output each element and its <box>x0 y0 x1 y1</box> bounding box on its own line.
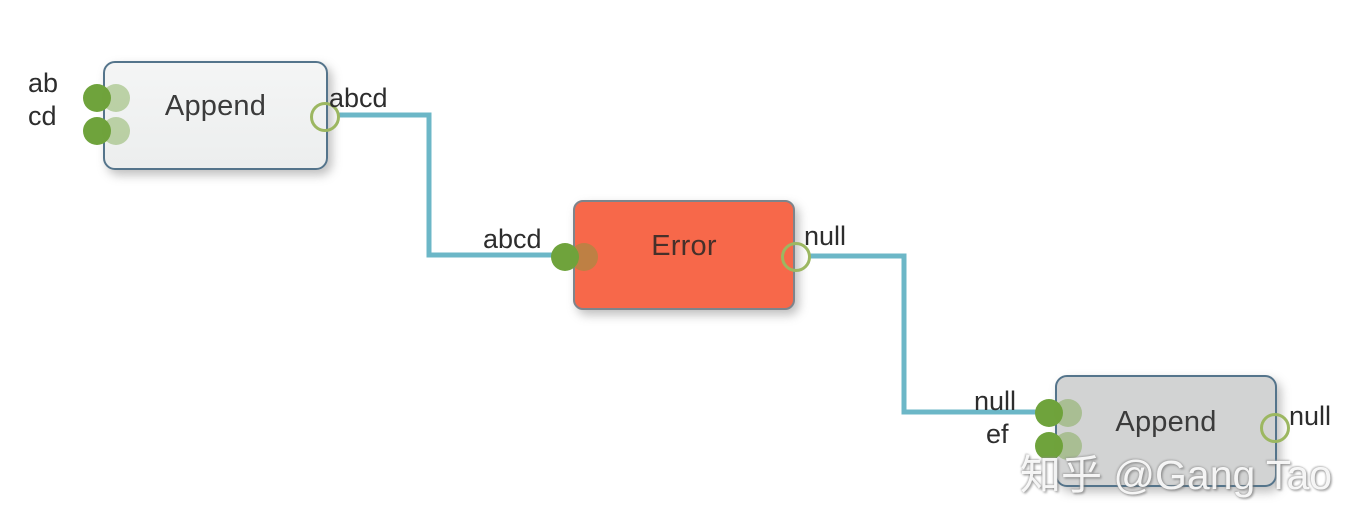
port-label-null-in: null <box>974 386 1017 416</box>
node-title: Append <box>1115 405 1217 438</box>
port-label-null-out-2: null <box>1289 401 1332 431</box>
input-port-cd[interactable] <box>83 117 130 145</box>
input-port-abcd[interactable] <box>551 243 598 271</box>
port-dot <box>83 84 111 112</box>
node-append-1[interactable]: Append <box>103 61 328 170</box>
output-port-null[interactable] <box>781 242 811 272</box>
node-title: Append <box>164 90 267 122</box>
port-dot <box>83 117 111 145</box>
input-port-null[interactable] <box>1035 399 1082 427</box>
input-port-ef[interactable] <box>1035 432 1082 460</box>
node-error[interactable]: Error <box>573 200 795 310</box>
zhihu-watermark: 知乎 @Gang Tao <box>1020 452 1333 498</box>
port-dot <box>1035 432 1063 460</box>
port-label-cd: cd <box>28 101 57 131</box>
port-label-null-out: null <box>804 221 847 251</box>
port-halo <box>102 117 130 145</box>
output-port-abcd[interactable] <box>310 102 340 132</box>
port-halo <box>1054 399 1082 427</box>
port-dot <box>551 243 579 271</box>
node-title: Error <box>651 229 717 262</box>
output-port-null-2[interactable] <box>1260 413 1290 443</box>
port-halo <box>570 243 598 271</box>
input-port-ab[interactable] <box>83 84 130 112</box>
port-halo <box>102 84 130 112</box>
node-append-2[interactable]: Append <box>1055 375 1277 487</box>
port-label-ab: ab <box>28 68 59 98</box>
port-label-abcd-out: abcd <box>329 83 388 113</box>
port-halo <box>1054 432 1082 460</box>
port-label-ef: ef <box>986 419 1009 449</box>
connection-append1-to-error[interactable] <box>338 112 560 258</box>
port-label-abcd-in: abcd <box>483 224 542 254</box>
connection-error-to-append2[interactable] <box>810 253 1046 415</box>
port-dot <box>1035 399 1063 427</box>
